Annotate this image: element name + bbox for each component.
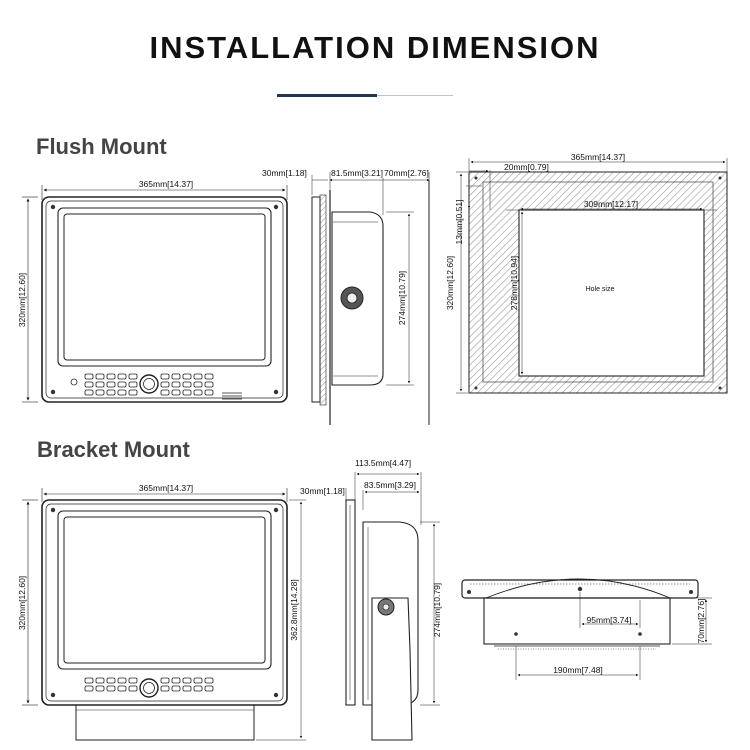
flush-side-height-label: 274mm[10.79]	[397, 271, 407, 325]
flush-side-depth-a-label: 81.5mm[3.21]	[331, 168, 383, 178]
bracket-side-view	[345, 472, 440, 741]
cutout-view	[456, 158, 728, 394]
bracket-side-total-label: 113.5mm[4.47]	[355, 458, 411, 468]
flush-rotary-knob	[139, 374, 159, 394]
bracket-monitor-body	[41, 499, 288, 706]
title-underline	[377, 95, 453, 96]
top-mount-height-label: 70mm[2.76]	[696, 599, 706, 644]
flush-front-height-label: 320mm[12.60]	[17, 273, 27, 327]
page-title: INSTALLATION DIMENSION	[149, 30, 601, 65]
bracket-yoke	[371, 597, 413, 741]
bracket-rotary-knob	[139, 678, 159, 698]
cutout-margin-x-label: 20mm[0.79]	[504, 162, 549, 172]
flush-side-bezel-label: 30mm[1.18]	[262, 168, 307, 178]
flush-power-button	[70, 378, 78, 386]
cutout-outer-width-label: 365mm[14.37]	[571, 152, 625, 162]
flush-front-width-label: 365mm[14.37]	[139, 179, 193, 189]
bracket-side-height-label: 274mm[10.79]	[432, 583, 442, 637]
bracket-monitor-bezel	[57, 510, 272, 670]
bracket-monitor-screen	[63, 516, 266, 664]
top-mount-spacing-label: 95mm[3.74]	[587, 615, 632, 625]
bracket-front-height-label: 320mm[12.60]	[17, 576, 27, 630]
bracket-base	[75, 704, 255, 741]
cutout-hole-width-label: 309mm[12.17]	[584, 199, 638, 209]
flush-mount-heading: Flush Mount	[36, 134, 167, 159]
bracket-front-view	[22, 488, 306, 741]
flush-monitor-bezel	[57, 207, 272, 367]
bracket-total-height-label: 362.8mm[14.28]	[289, 579, 299, 640]
cutout-hole-label: Hole size	[586, 286, 615, 293]
flush-panel-section	[319, 194, 327, 406]
cutout-hole-outline	[518, 209, 705, 377]
title-underline-accent	[277, 94, 377, 97]
cutout-hole-height-label: 278mm[10.94]	[509, 256, 519, 310]
bracket-side-depth-label: 83.5mm[3.29]	[364, 480, 416, 490]
flush-front-view	[22, 185, 288, 403]
cutout-outer-height-label: 320mm[12.60]	[445, 256, 455, 310]
top-view-housing-curve	[485, 578, 671, 599]
top-view-bracket-base	[483, 597, 671, 645]
bracket-front-width-label: 365mm[14.37]	[139, 483, 193, 493]
bracket-top-view	[461, 578, 712, 680]
flush-side-view	[311, 172, 430, 425]
bracket-side-bezel	[345, 499, 356, 706]
bracket-side-bezel-label: 30mm[1.18]	[300, 486, 345, 496]
top-base-width-label: 190mm[7.48]	[553, 665, 603, 675]
flush-speaker-grille	[222, 392, 242, 400]
flush-side-depth-b-label: 70mm[2.76]	[384, 168, 429, 178]
flush-monitor-screen	[63, 213, 266, 361]
bracket-keypad	[84, 677, 214, 692]
flush-side-housing	[331, 211, 384, 386]
flush-keypad	[84, 373, 214, 396]
flush-side-bezel	[311, 196, 321, 403]
bracket-mount-heading: Bracket Mount	[37, 437, 190, 462]
cutout-margin-y-label: 13mm[0.51]	[454, 200, 464, 245]
flush-monitor-body	[41, 196, 288, 403]
